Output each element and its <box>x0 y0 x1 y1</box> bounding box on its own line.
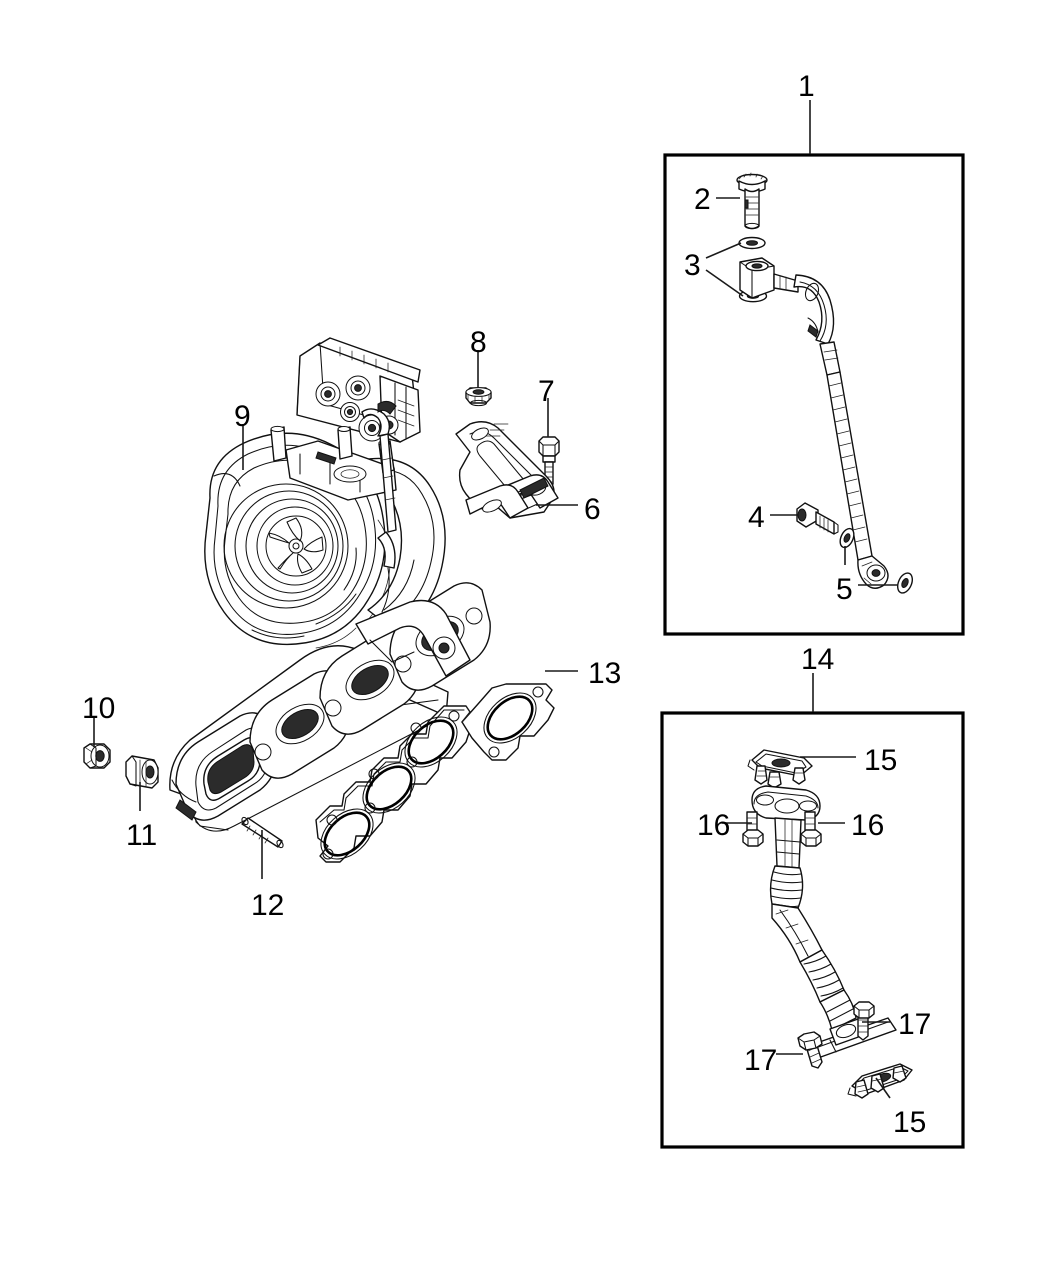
callout-15: 15 <box>864 744 898 777</box>
flange-nut <box>465 387 492 407</box>
turbo-center-housing <box>270 425 397 613</box>
leader-lines <box>93 100 898 1099</box>
spacer-bushing <box>125 755 159 789</box>
gasket-upper <box>747 749 813 789</box>
leader-3b <box>705 269 744 297</box>
callout-4: 4 <box>748 501 765 534</box>
oil-drain-tube <box>751 785 897 1059</box>
leader-15b <box>875 1077 891 1099</box>
turbocharger-support-bracket <box>455 421 559 519</box>
drain-tube-bolt-lower-left <box>797 1031 823 1069</box>
callout-12: 12 <box>251 889 285 922</box>
turbo-actuator <box>296 337 421 443</box>
leader-3a <box>705 242 742 259</box>
callout-14: 14 <box>801 643 835 676</box>
callout-7: 7 <box>538 375 555 408</box>
callout-5: 5 <box>836 573 853 606</box>
callout-16-right: 16 <box>851 809 885 842</box>
drain-tube-bolt-right <box>800 811 822 847</box>
callout-3: 3 <box>684 249 701 282</box>
callout-13: 13 <box>588 657 622 690</box>
callout-10: 10 <box>82 692 116 725</box>
callout-11: 11 <box>126 819 158 852</box>
callout-6: 6 <box>584 493 601 526</box>
oil-feed-line <box>739 257 889 589</box>
banjo-bolt-upper <box>736 172 768 230</box>
turbocharger <box>169 337 491 832</box>
manifold-nut <box>83 743 111 769</box>
banjo-bolt-lower <box>796 502 839 535</box>
gasket-lower <box>847 1063 913 1099</box>
callout-9: 9 <box>234 400 251 433</box>
sealing-washer-lower-pair <box>839 527 914 594</box>
drain-tube-bolt-left <box>742 811 764 847</box>
exhaust-manifold-gasket <box>315 683 555 863</box>
turbo-mounting-foot <box>355 599 471 677</box>
group-box-1 <box>663 153 965 636</box>
callout-2: 2 <box>694 183 711 216</box>
callout-8: 8 <box>470 326 487 359</box>
callout-1: 1 <box>798 70 815 103</box>
drain-tube-bolt-lower-right <box>853 1001 875 1041</box>
group-box-14 <box>660 711 965 1149</box>
callout-16-left: 16 <box>697 809 731 842</box>
callout-17-right: 17 <box>898 1008 932 1041</box>
callout-17-left: 17 <box>744 1044 778 1077</box>
callout-15-lower: 15 <box>893 1106 927 1139</box>
